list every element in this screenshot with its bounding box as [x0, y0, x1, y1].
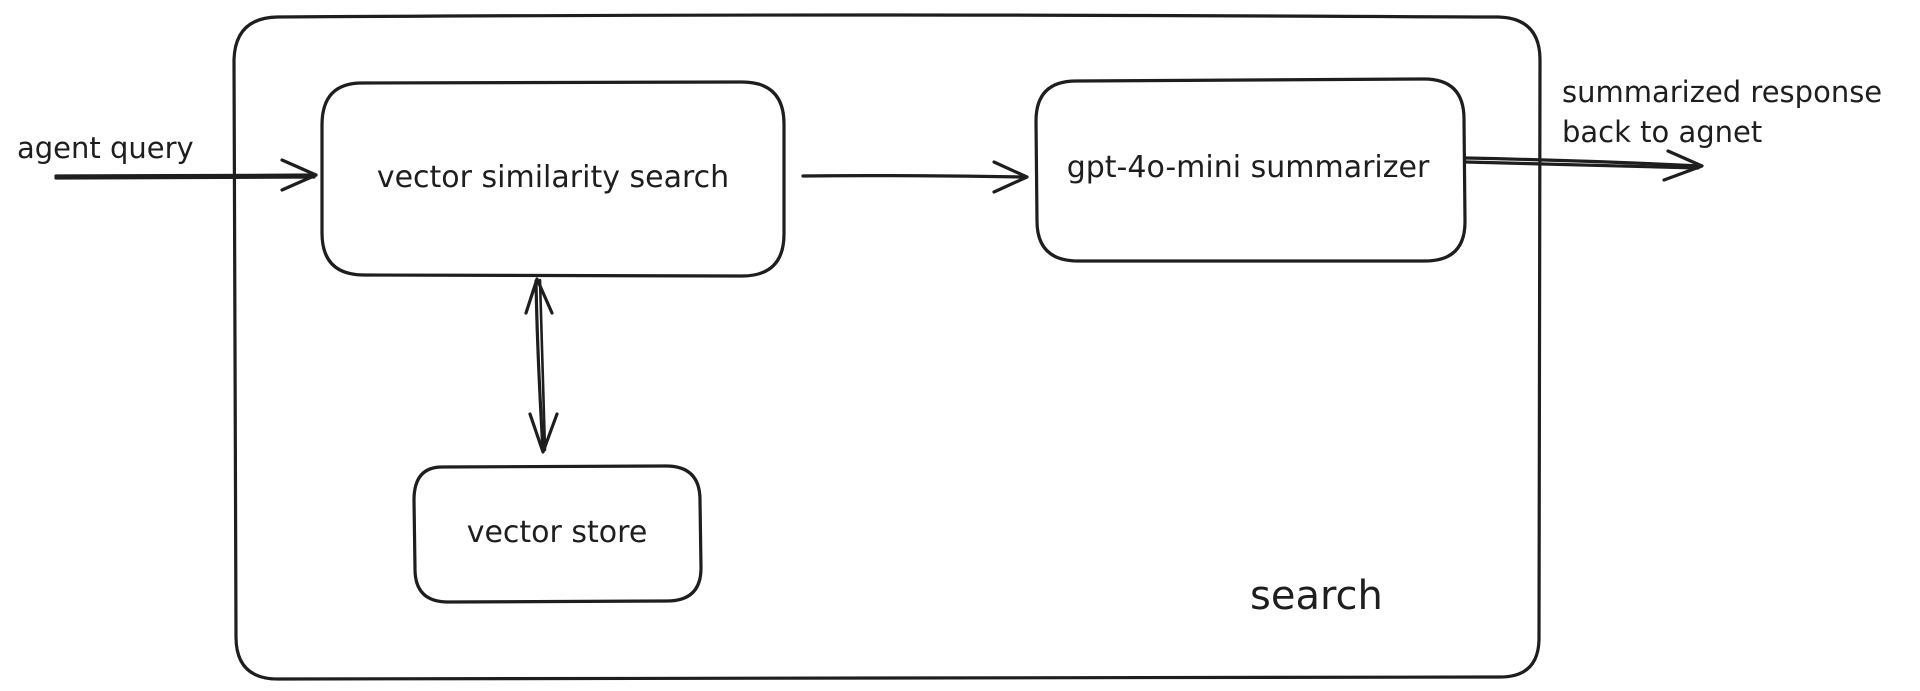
edge-agent-query-to-search	[54, 158, 318, 192]
edge-summarizer-to-agent	[1464, 149, 1704, 182]
vector-store-box[interactable]	[412, 464, 703, 604]
vector-similarity-search-label: vector similarity search	[376, 160, 730, 195]
response-label-line-2: back to agnet	[1562, 115, 1763, 149]
edge-search-to-summarizer	[801, 160, 1029, 194]
response-label: summarized response back to agnet	[1562, 72, 1882, 152]
edge-search-vector-store-bidirectional	[524, 277, 559, 454]
vector-store-label: vector store	[466, 515, 648, 550]
gpt-4o-mini-summarizer-box[interactable]	[1034, 77, 1467, 263]
agent-query-label: agent query	[17, 131, 194, 165]
gpt-4o-mini-summarizer-label: gpt-4o-mini summarizer	[1066, 150, 1430, 185]
search-group-label: search	[1250, 573, 1383, 619]
search-group-container	[232, 13, 1542, 681]
response-label-line-1: summarized response	[1562, 75, 1883, 109]
vector-similarity-search-box[interactable]	[320, 80, 786, 278]
